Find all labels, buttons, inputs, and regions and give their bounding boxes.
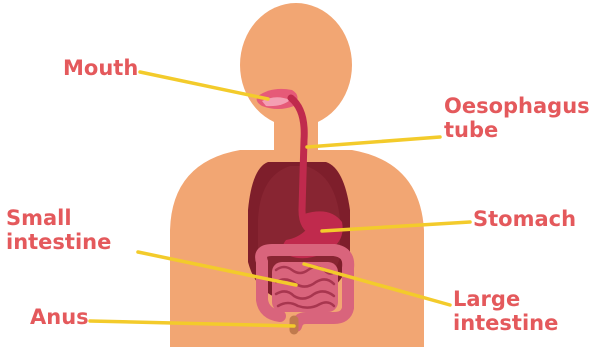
label-anus-line-1: Anus [30, 305, 89, 329]
label-mouth: Mouth [63, 56, 138, 80]
label-oesophagus-line-2: tube [444, 118, 590, 142]
label-mouth-line-1: Mouth [63, 56, 138, 80]
label-anus: Anus [30, 305, 89, 329]
label-small-intestine-line-1: Small [6, 206, 111, 230]
label-small-intestine: Small intestine [6, 206, 111, 254]
label-large-intestine-line-2: intestine [453, 311, 558, 335]
label-stomach-line-1: Stomach [473, 207, 576, 231]
label-large-intestine: Large intestine [453, 287, 558, 335]
label-stomach: Stomach [473, 207, 576, 231]
leader-oesophagus [307, 137, 440, 147]
label-oesophagus-tube: Oesophagus tube [444, 94, 590, 142]
label-oesophagus-line-1: Oesophagus [444, 94, 590, 118]
label-small-intestine-line-2: intestine [6, 230, 111, 254]
label-large-intestine-line-1: Large [453, 287, 558, 311]
